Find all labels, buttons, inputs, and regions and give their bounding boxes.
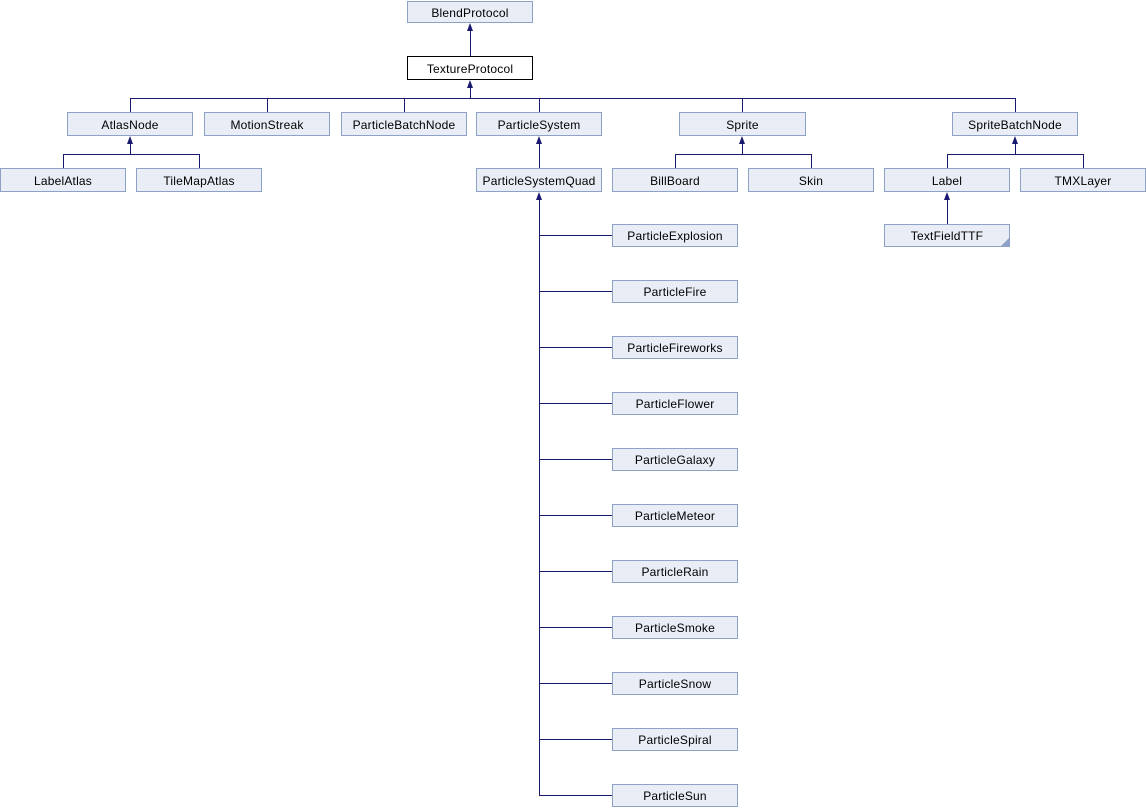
- node-label: TMXLayer: [1054, 173, 1112, 188]
- node-label: ParticleSun: [643, 789, 707, 803]
- node-particle-sun[interactable]: ParticleSun: [612, 784, 738, 807]
- node-tmx-layer[interactable]: TMXLayer: [1020, 168, 1146, 192]
- edge-stub-label: [947, 154, 948, 169]
- node-tile-map-atlas[interactable]: TileMapAtlas: [136, 168, 262, 192]
- node-blend-protocol[interactable]: BlendProtocol: [407, 1, 533, 23]
- edge-stub-tilemapatlas: [199, 154, 200, 169]
- node-bill-board[interactable]: BillBoard: [612, 168, 738, 192]
- node-particle-system[interactable]: ParticleSystem: [476, 112, 602, 136]
- edge-branch-particlespiral: [539, 739, 612, 740]
- node-particle-smoke[interactable]: ParticleSmoke: [612, 616, 738, 639]
- edge-branch-particlerain: [539, 571, 612, 572]
- node-sprite[interactable]: Sprite: [679, 112, 806, 136]
- node-label: TextFieldTTF: [910, 229, 984, 243]
- edge-stub-particlebatchnode: [404, 98, 405, 113]
- node-label: ParticleSmoke: [635, 621, 715, 635]
- node-label: BillBoard: [650, 173, 700, 188]
- node-label: ParticleSpiral: [638, 733, 712, 747]
- edge-stub-spritebatchnode: [1015, 98, 1016, 113]
- node-label-class[interactable]: Label: [884, 168, 1010, 192]
- node-label: ParticleExplosion: [627, 229, 723, 243]
- edge-bus-stem-spritebatchnode: [1015, 143, 1016, 155]
- node-atlas-node[interactable]: AtlasNode: [67, 112, 193, 136]
- arrowhead-to-sprite: [738, 136, 745, 144]
- edge-bus-stem-atlasnode: [130, 143, 131, 155]
- truncated-corner-icon: [1001, 238, 1009, 246]
- edge-bus-textureprotocol: [130, 98, 1016, 99]
- node-particle-system-quad[interactable]: ParticleSystemQuad: [476, 168, 602, 192]
- node-particle-batch-node[interactable]: ParticleBatchNode: [341, 112, 467, 136]
- edge-branch-particleexplosion: [539, 235, 612, 236]
- edge-stub-billboard: [675, 154, 676, 169]
- edge-branch-particleflower: [539, 403, 612, 404]
- edge-stub-motionstreak: [267, 98, 268, 113]
- node-label: BlendProtocol: [431, 5, 509, 20]
- arrowhead-to-particlesystem: [535, 136, 542, 144]
- edge-branch-particlefire: [539, 291, 612, 292]
- node-label: Label: [931, 173, 963, 188]
- edge-stub-particlesystem: [539, 98, 540, 113]
- edge-bus-stem-sprite: [742, 143, 743, 155]
- node-particle-flower[interactable]: ParticleFlower: [612, 392, 738, 415]
- node-label: AtlasNode: [101, 117, 159, 132]
- edge-branch-particlesnow: [539, 683, 612, 684]
- node-label: TextureProtocol: [426, 61, 514, 76]
- edge-textfieldttf-label: [947, 199, 948, 224]
- node-motion-streak[interactable]: MotionStreak: [204, 112, 330, 136]
- arrowhead-to-blendprotocol: [466, 23, 473, 31]
- node-text-field-ttf[interactable]: TextFieldTTF: [884, 224, 1010, 247]
- node-particle-meteor[interactable]: ParticleMeteor: [612, 504, 738, 527]
- node-texture-protocol: TextureProtocol: [407, 56, 533, 80]
- node-particle-fire[interactable]: ParticleFire: [612, 280, 738, 303]
- node-particle-spiral[interactable]: ParticleSpiral: [612, 728, 738, 751]
- node-label: ParticleGalaxy: [634, 453, 716, 467]
- arrowhead-to-particlesystemquad: [535, 192, 542, 200]
- edge-branch-particlegalaxy: [539, 459, 612, 460]
- edge-branch-particlemeteor: [539, 515, 612, 516]
- node-label: SpriteBatchNode: [968, 117, 1062, 132]
- node-particle-fireworks[interactable]: ParticleFireworks: [612, 336, 738, 359]
- edge-stub-skin: [811, 154, 812, 169]
- node-label: ParticleSystem: [497, 117, 581, 132]
- node-label: ParticleMeteor: [634, 509, 716, 523]
- node-label: ParticleFire: [643, 285, 707, 299]
- edge-trunk-particlesystemquad: [539, 199, 540, 796]
- node-label: TileMapAtlas: [163, 173, 235, 188]
- edge-branch-particlefireworks: [539, 347, 612, 348]
- edge-stub-atlasnode: [130, 98, 131, 113]
- node-label: Skin: [798, 173, 824, 188]
- edge-bus-atlasnode: [63, 154, 200, 155]
- edge-particlesystemquad-particlesystem: [539, 143, 540, 168]
- node-particle-rain[interactable]: ParticleRain: [612, 560, 738, 583]
- edge-stub-sprite: [742, 98, 743, 113]
- arrowhead-to-spritebatchnode: [1011, 136, 1018, 144]
- node-label: Sprite: [726, 117, 759, 132]
- node-label: ParticleFireworks: [627, 341, 723, 355]
- arrowhead-to-atlasnode: [126, 136, 133, 144]
- node-particle-explosion[interactable]: ParticleExplosion: [612, 224, 738, 247]
- node-label: ParticleSnow: [638, 677, 712, 691]
- edge-bus-spritebatchnode: [947, 154, 1084, 155]
- node-label: LabelAtlas: [33, 173, 93, 188]
- arrowhead-to-textureprotocol: [466, 80, 473, 88]
- node-label: ParticleFlower: [635, 397, 715, 411]
- edge-stub-labelatlas: [63, 154, 64, 169]
- node-particle-galaxy[interactable]: ParticleGalaxy: [612, 448, 738, 471]
- edge-bus-sprite: [675, 154, 812, 155]
- edge-branch-particlesun: [539, 795, 612, 796]
- arrowhead-to-label: [943, 192, 950, 200]
- node-label: MotionStreak: [230, 117, 304, 132]
- node-label-atlas[interactable]: LabelAtlas: [0, 168, 126, 192]
- node-sprite-batch-node[interactable]: SpriteBatchNode: [952, 112, 1078, 136]
- node-label: ParticleRain: [641, 565, 709, 579]
- node-particle-snow[interactable]: ParticleSnow: [612, 672, 738, 695]
- node-label: ParticleSystemQuad: [482, 173, 596, 188]
- edge-stub-tmxlayer: [1083, 154, 1084, 169]
- edge-branch-particlesmoke: [539, 627, 612, 628]
- node-skin[interactable]: Skin: [748, 168, 874, 192]
- node-label: ParticleBatchNode: [352, 117, 456, 132]
- edge-textureprotocol-blendprotocol: [470, 30, 471, 56]
- edge-bus-stem-textureprotocol: [470, 87, 471, 99]
